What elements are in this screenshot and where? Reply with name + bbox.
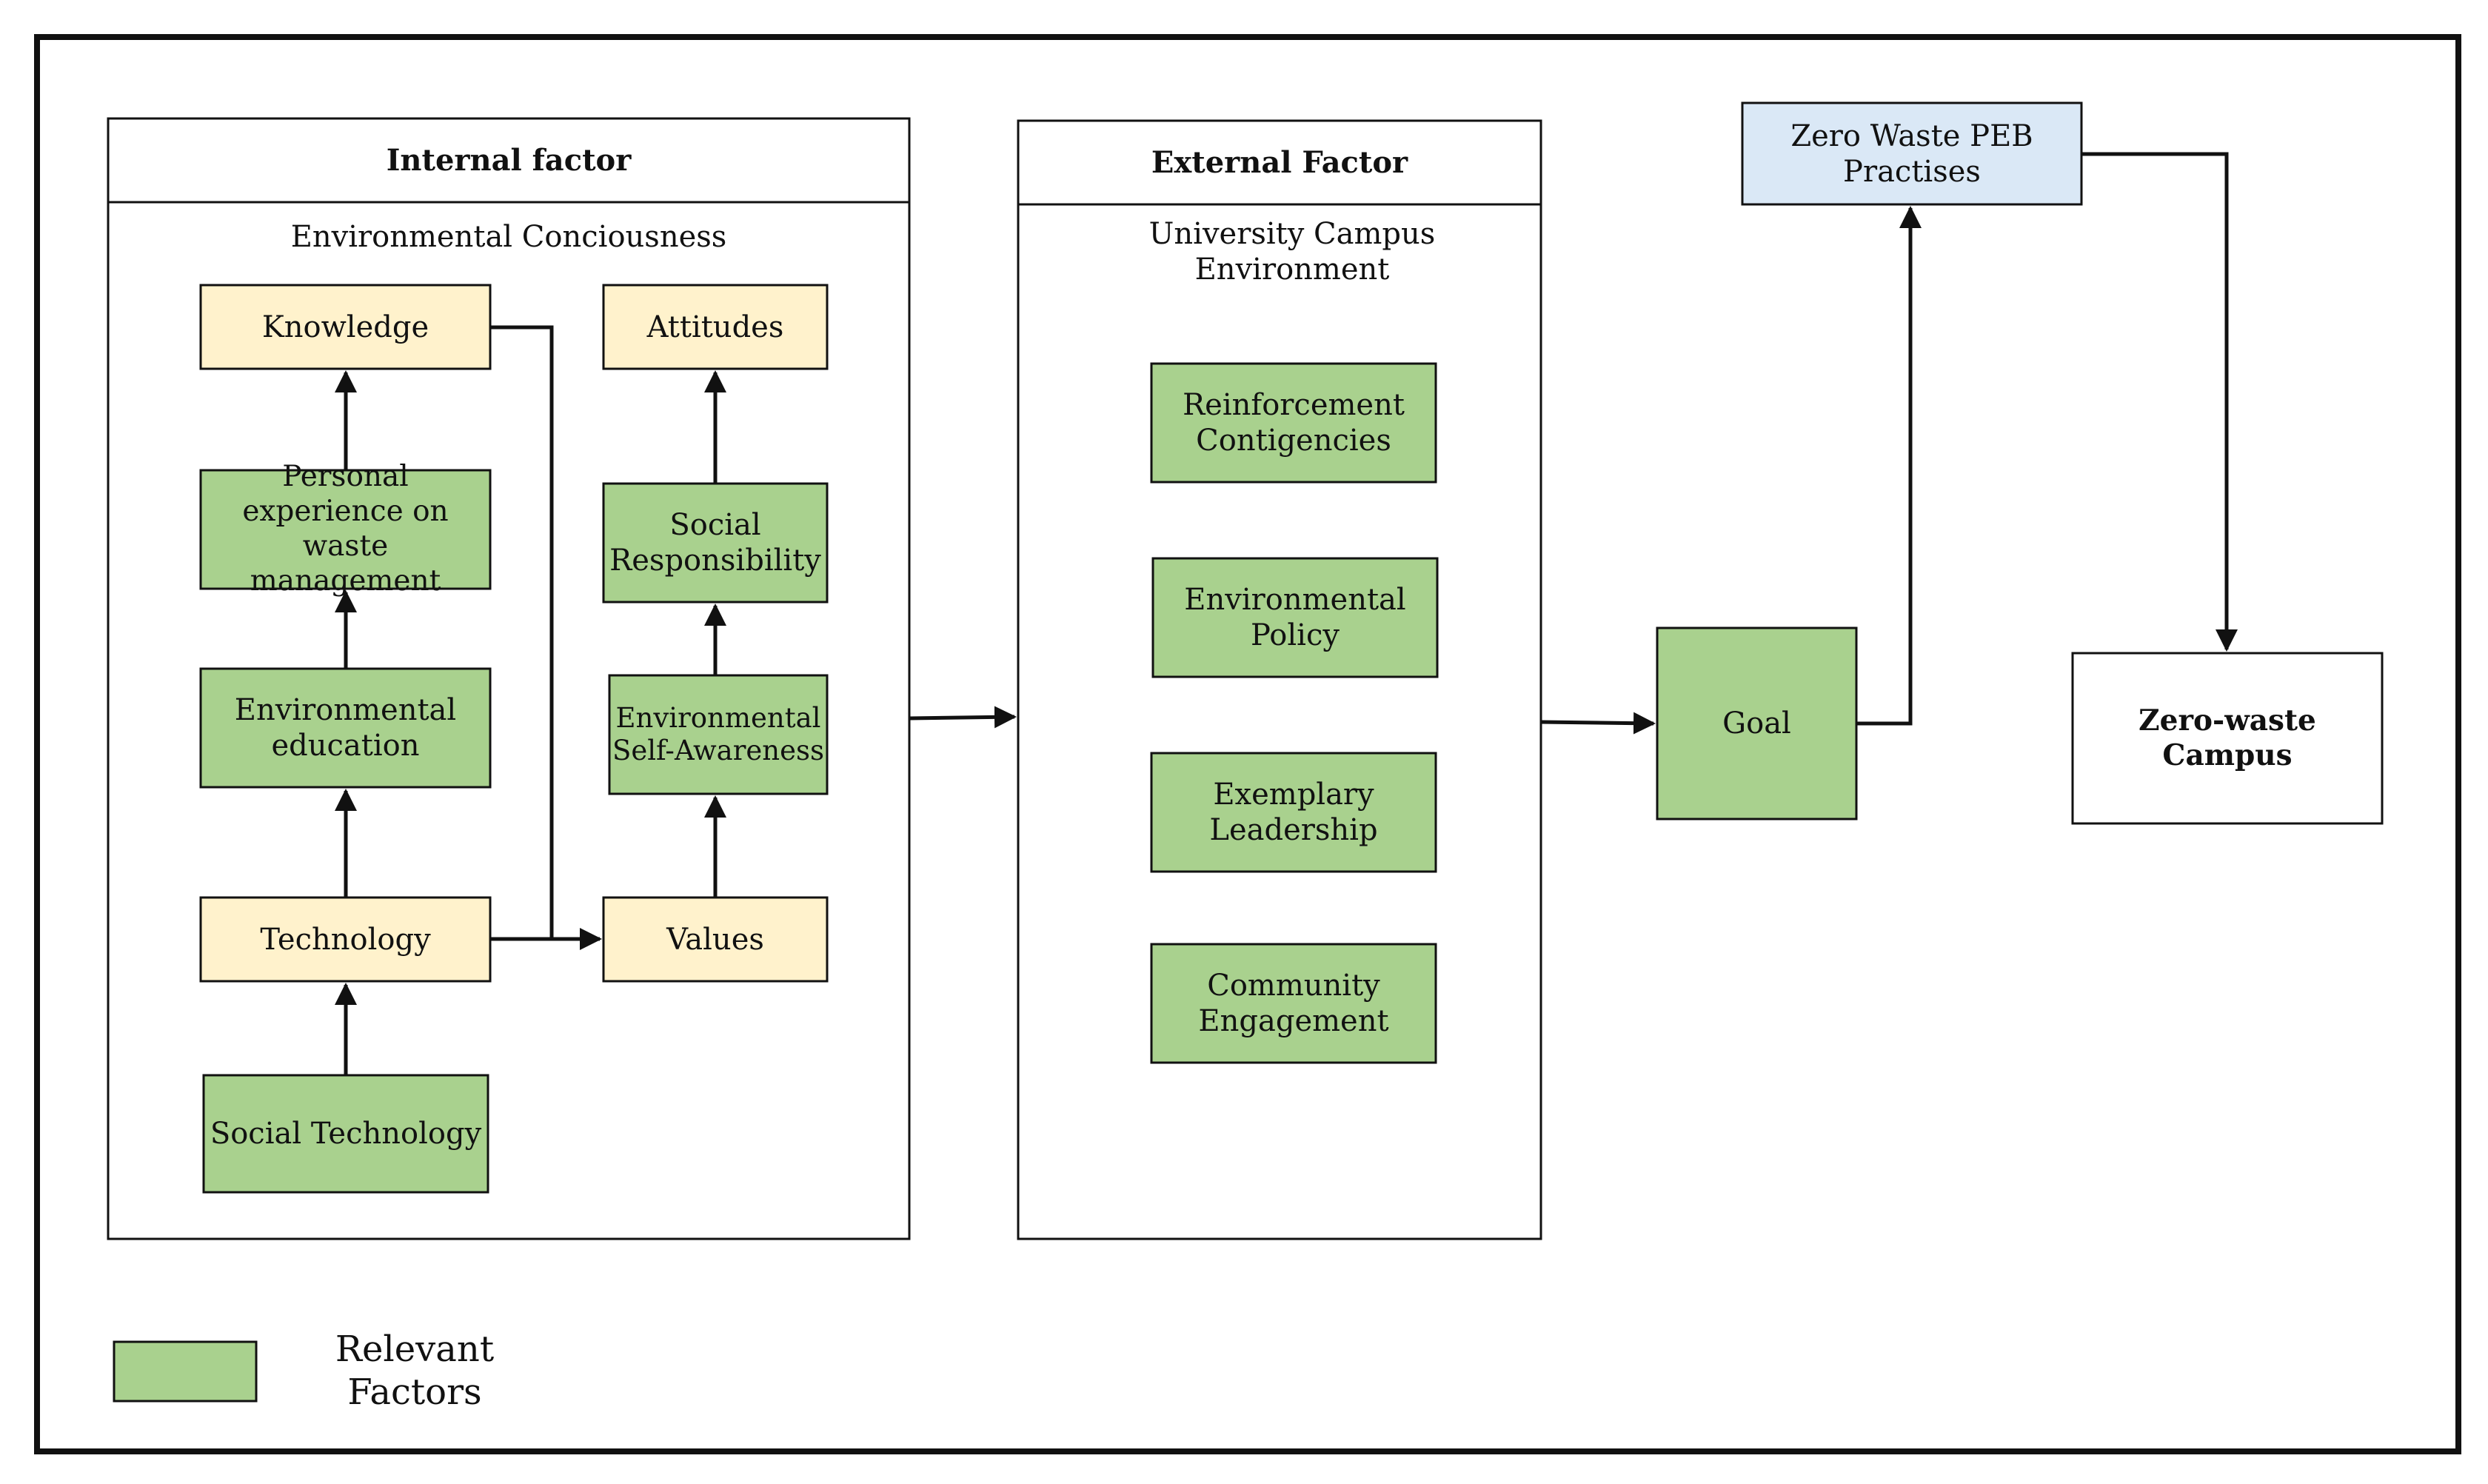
internal-panel-header — [107, 117, 911, 204]
community-label: Community Engagement — [1198, 969, 1389, 1038]
reinforcement-label: Reinforcement Contigencies — [1183, 388, 1405, 458]
reinforcement-box — [1150, 362, 1437, 484]
connector-knowledge-to-values — [490, 325, 554, 939]
community-box — [1150, 943, 1437, 1064]
goal-label: Goal — [1722, 706, 1791, 741]
goal-box — [1656, 626, 1858, 820]
policy-label: Environmental Policy — [1184, 583, 1406, 652]
legend-label: Relevant Factors — [335, 1328, 495, 1413]
arrow-goal-to-peb — [1856, 206, 1922, 726]
campus-box — [2071, 652, 2384, 825]
arrow-peb-to-campus — [2081, 152, 2238, 652]
social-responsibility-box — [602, 482, 829, 604]
external-panel-title: External Factor — [1151, 144, 1408, 180]
knowledge-label: Knowledge — [261, 310, 429, 344]
technology-box — [199, 896, 492, 983]
internal-panel-subtitle: Environmental Conciousness — [290, 220, 727, 254]
environmental-education-label: Environmental education — [234, 693, 457, 763]
attitudes-label: Attitudes — [646, 310, 784, 344]
leadership-box — [1150, 752, 1437, 873]
arrow-internal-to-external — [909, 706, 1017, 729]
personal-experience-label: Personal experience on waste management — [242, 460, 449, 598]
external-panel-subtitle: University Campus Environment — [1148, 217, 1436, 287]
external-panel-header — [1017, 119, 1542, 206]
legend-swatch — [113, 1340, 258, 1403]
values-label: Values — [666, 922, 764, 957]
self-awareness-box — [608, 674, 829, 795]
environmental-education-box — [199, 667, 492, 789]
peb-box — [1741, 101, 2083, 206]
policy-box — [1151, 557, 1439, 678]
leadership-label: Exemplary Leadership — [1209, 778, 1378, 847]
internal-panel-title: Internal factor — [386, 142, 632, 178]
social-technology-box — [202, 1074, 489, 1194]
attitudes-box — [602, 284, 829, 370]
arrow-external-to-goal — [1540, 712, 1656, 735]
peb-label: Zero Waste PEB Practises — [1790, 118, 2033, 189]
knowledge-box — [199, 284, 492, 370]
social-responsibility-label: Social Responsibility — [609, 508, 821, 578]
campus-label: Zero-waste Campus — [2138, 703, 2316, 772]
self-awareness-label: Environmental Self-Awareness — [612, 701, 825, 766]
technology-label: Technology — [260, 922, 431, 957]
social-technology-label: Social Technology — [210, 1117, 482, 1151]
personal-experience-box — [199, 469, 492, 590]
